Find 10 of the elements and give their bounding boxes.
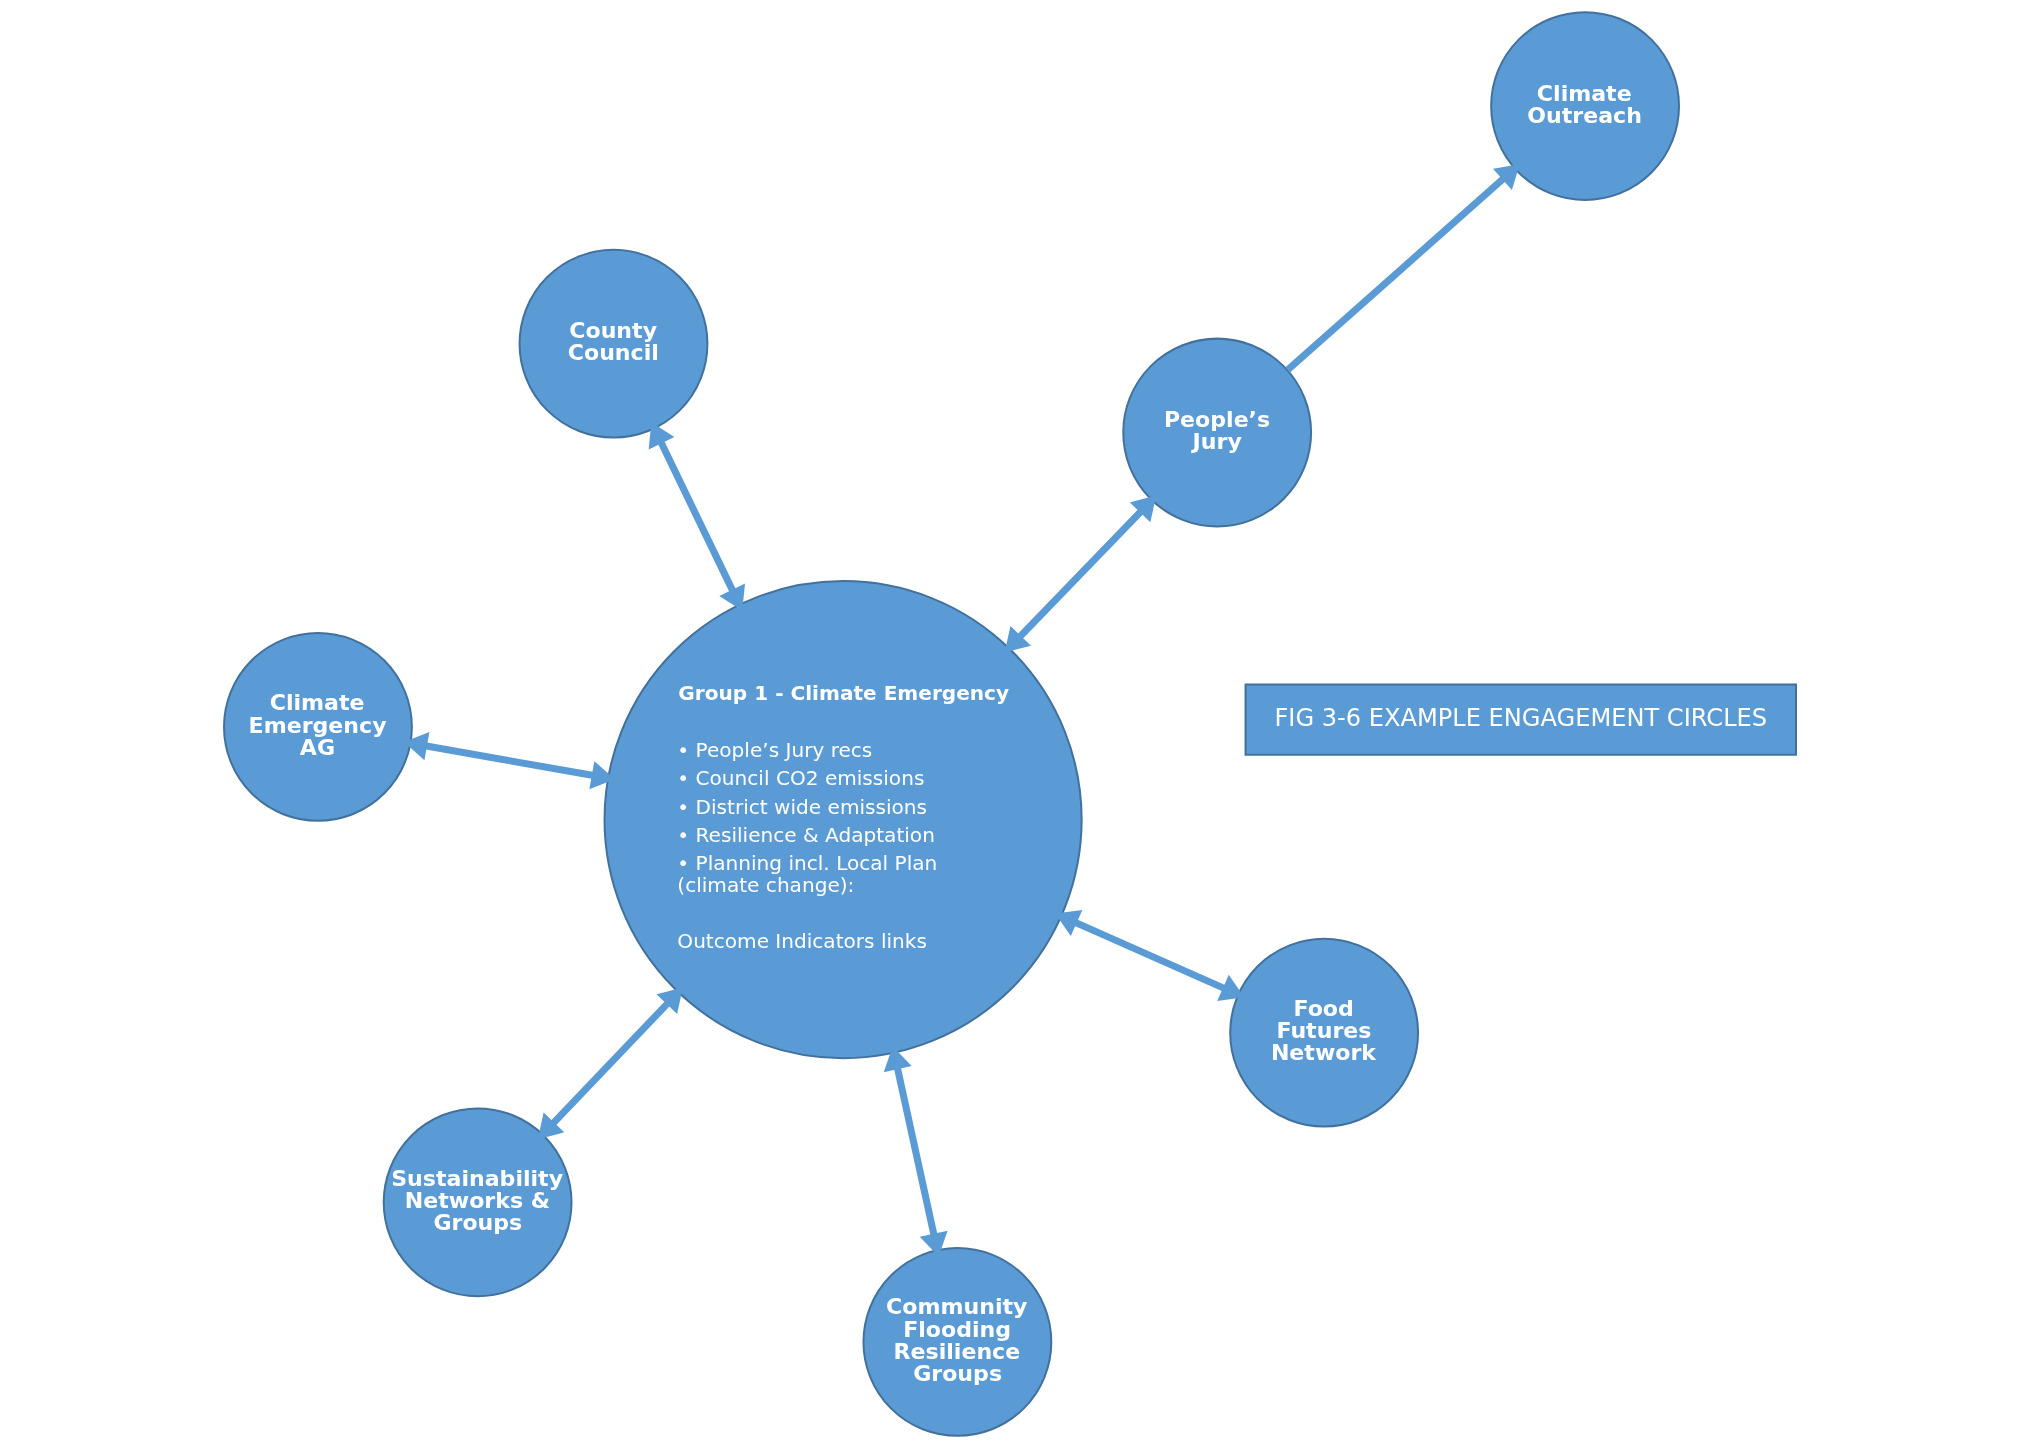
- node-circle: Food Futures Network: [1229, 937, 1420, 1128]
- node-circle: Community Flooding Resilience Groups: [862, 1247, 1053, 1437]
- arrow: [537, 987, 683, 1140]
- node-circle: People’s Jury: [1122, 337, 1313, 528]
- node-box: FIG 3-6 EXAMPLE ENGAGEMENT CIRCLES: [1244, 683, 1797, 756]
- arrow: [1285, 163, 1520, 373]
- node-circle: County Council: [518, 248, 709, 439]
- node-circle: Climate Emergency AG: [223, 631, 413, 822]
- node-circle: Sustainability Networks & Groups: [382, 1107, 573, 1298]
- arrow: [1004, 495, 1157, 653]
